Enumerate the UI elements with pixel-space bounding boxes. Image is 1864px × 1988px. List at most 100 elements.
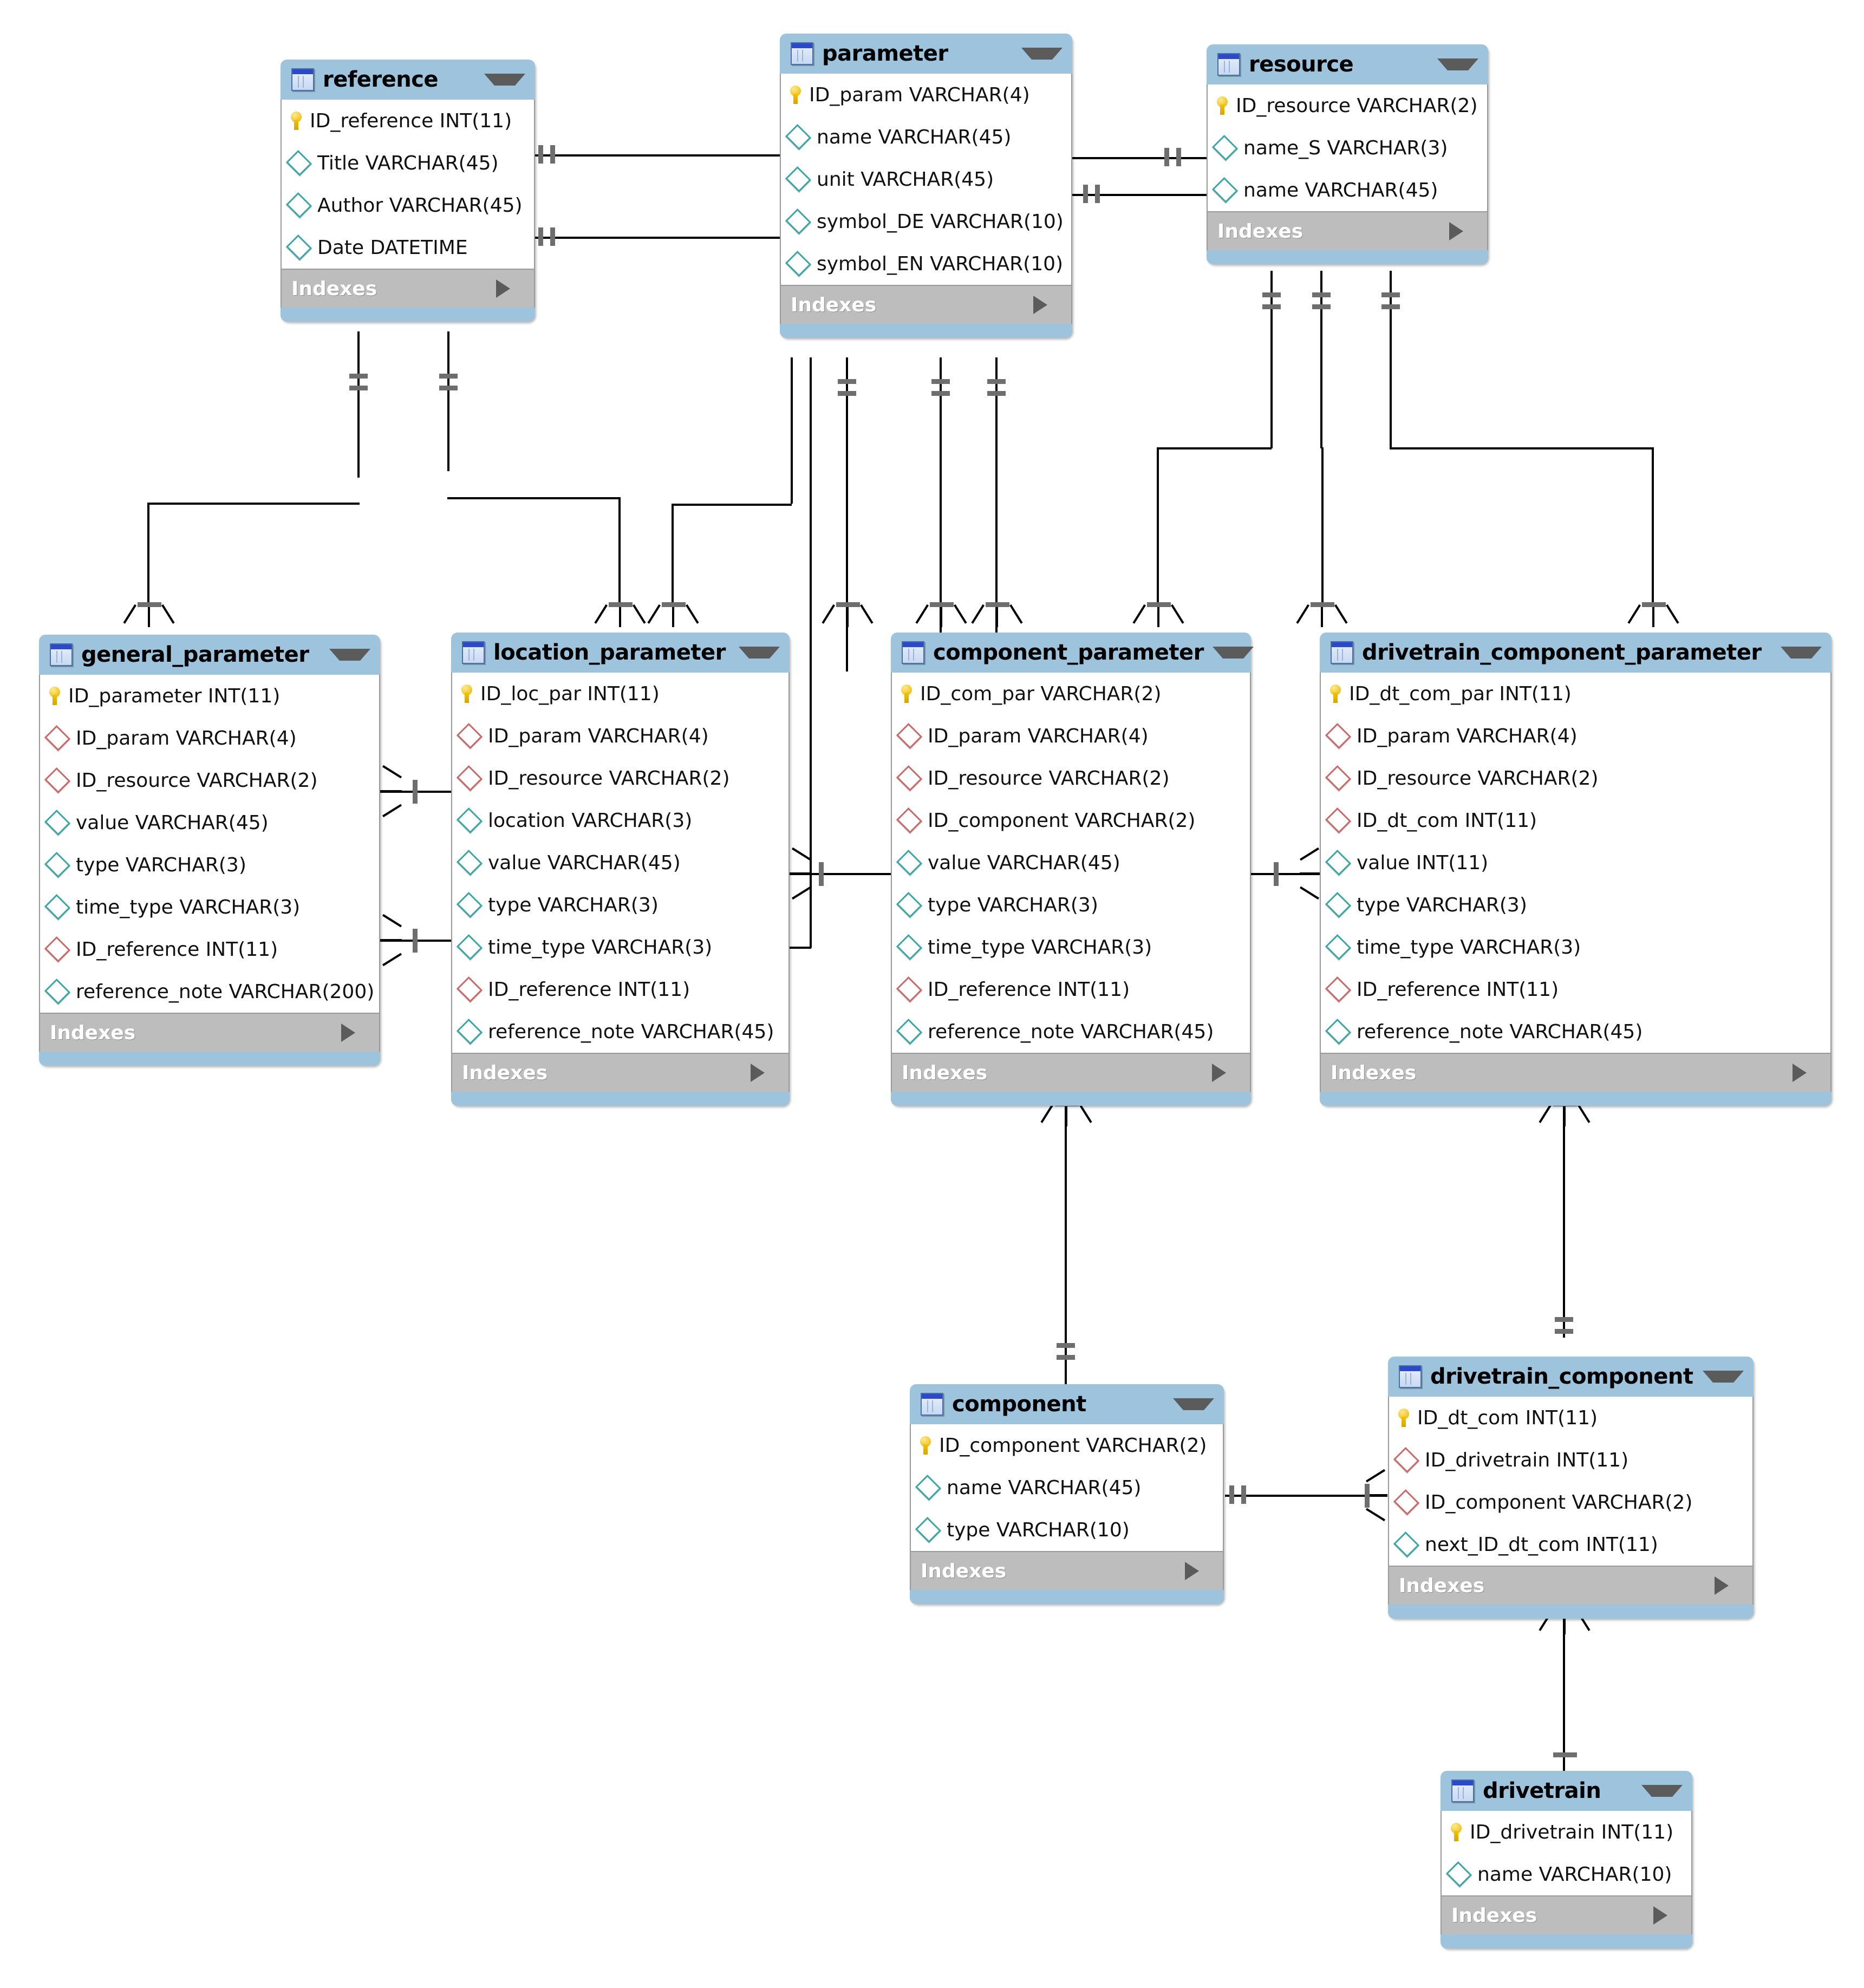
column-row[interactable]: ID_resource VARCHAR(2) [452, 757, 788, 799]
column-row[interactable]: name VARCHAR(45) [781, 116, 1071, 158]
column-row[interactable]: name VARCHAR(10) [1442, 1853, 1691, 1895]
column-row[interactable]: symbol_EN VARCHAR(10) [781, 243, 1071, 285]
indexes-section[interactable]: Indexes [1441, 1895, 1692, 1934]
chevron-down-icon[interactable] [739, 647, 780, 659]
column-row[interactable]: next_ID_dt_com INT(11) [1389, 1523, 1752, 1566]
indexes-section[interactable]: Indexes [451, 1053, 790, 1092]
expand-right-icon[interactable] [1185, 1562, 1213, 1580]
column-row[interactable]: type VARCHAR(3) [40, 844, 379, 886]
column-row[interactable]: ID_com_par VARCHAR(2) [892, 673, 1250, 715]
expand-right-icon[interactable] [496, 279, 524, 298]
chevron-down-icon[interactable] [1173, 1398, 1214, 1410]
column-row[interactable]: ID_loc_par INT(11) [452, 673, 788, 715]
column-row[interactable]: ID_reference INT(11) [892, 968, 1250, 1011]
column-row[interactable]: value VARCHAR(45) [40, 801, 379, 844]
column-row[interactable]: value VARCHAR(45) [452, 842, 788, 884]
column-row[interactable]: time_type VARCHAR(3) [892, 926, 1250, 968]
chevron-down-icon[interactable] [1437, 58, 1478, 70]
column-row[interactable]: name VARCHAR(45) [911, 1466, 1223, 1509]
column-row[interactable]: name_S VARCHAR(3) [1208, 127, 1487, 169]
column-row[interactable]: symbol_DE VARCHAR(10) [781, 200, 1071, 243]
column-row[interactable]: time_type VARCHAR(3) [40, 886, 379, 928]
indexes-section[interactable]: Indexes [1388, 1566, 1754, 1605]
indexes-section[interactable]: Indexes [39, 1013, 380, 1052]
column-row[interactable]: type VARCHAR(3) [452, 884, 788, 926]
column-row[interactable]: type VARCHAR(3) [892, 884, 1250, 926]
chevron-down-icon[interactable] [1781, 647, 1822, 659]
column-row[interactable]: ID_dt_com_par INT(11) [1321, 673, 1830, 715]
column-row[interactable]: reference_note VARCHAR(45) [892, 1011, 1250, 1053]
column-row[interactable]: type VARCHAR(10) [911, 1509, 1223, 1551]
column-row[interactable]: time_type VARCHAR(3) [1321, 926, 1830, 968]
table-header[interactable]: general_parameter [39, 635, 380, 675]
column-row[interactable]: ID_param VARCHAR(4) [892, 715, 1250, 757]
expand-right-icon[interactable] [1793, 1064, 1821, 1082]
column-row[interactable]: reference_note VARCHAR(45) [452, 1011, 788, 1053]
chevron-down-icon[interactable] [1641, 1785, 1683, 1797]
column-row[interactable]: value VARCHAR(45) [892, 842, 1250, 884]
table-header[interactable]: reference [281, 60, 535, 100]
expand-right-icon[interactable] [1033, 296, 1061, 314]
column-row[interactable]: ID_drivetrain INT(11) [1442, 1811, 1691, 1853]
expand-right-icon[interactable] [341, 1024, 369, 1042]
column-row[interactable]: type VARCHAR(3) [1321, 884, 1830, 926]
table-header[interactable]: drivetrain_component [1388, 1357, 1754, 1397]
column-row[interactable]: ID_parameter INT(11) [40, 675, 379, 717]
column-row[interactable]: ID_param VARCHAR(4) [781, 74, 1071, 116]
chevron-down-icon[interactable] [484, 74, 525, 86]
indexes-section[interactable]: Indexes [780, 285, 1072, 324]
column-row[interactable]: ID_param VARCHAR(4) [1321, 715, 1830, 757]
column-row[interactable]: ID_component VARCHAR(2) [1389, 1481, 1752, 1523]
expand-right-icon[interactable] [751, 1064, 779, 1082]
column-row[interactable]: ID_resource VARCHAR(2) [1321, 757, 1830, 799]
expand-right-icon[interactable] [1653, 1906, 1681, 1925]
column-row[interactable]: reference_note VARCHAR(200) [40, 970, 379, 1013]
indexes-section[interactable]: Indexes [1320, 1053, 1832, 1092]
column-row[interactable]: ID_dt_com INT(11) [1321, 799, 1830, 842]
column-row[interactable]: Title VARCHAR(45) [282, 142, 534, 184]
table-header[interactable]: drivetrain [1441, 1771, 1692, 1811]
column-row[interactable]: ID_param VARCHAR(4) [452, 715, 788, 757]
column-row[interactable]: ID_component VARCHAR(2) [911, 1424, 1223, 1466]
table-header[interactable]: drivetrain_component_parameter [1320, 633, 1832, 673]
column-row[interactable]: name VARCHAR(45) [1208, 169, 1487, 211]
column-row[interactable]: ID_reference INT(11) [282, 100, 534, 142]
indexes-section[interactable]: Indexes [281, 269, 535, 308]
column-row[interactable]: reference_note VARCHAR(45) [1321, 1011, 1830, 1053]
chevron-down-icon[interactable] [329, 649, 370, 661]
indexes-section[interactable]: Indexes [891, 1053, 1251, 1092]
column-row[interactable]: ID_reference INT(11) [1321, 968, 1830, 1011]
indexes-section[interactable]: Indexes [910, 1551, 1224, 1590]
table-header[interactable]: location_parameter [451, 633, 790, 673]
column-row[interactable]: ID_resource VARCHAR(2) [1208, 84, 1487, 127]
table-header[interactable]: component [910, 1384, 1224, 1424]
column-row[interactable]: time_type VARCHAR(3) [452, 926, 788, 968]
expand-right-icon[interactable] [1449, 222, 1477, 240]
table-header[interactable]: resource [1207, 44, 1488, 84]
table-header[interactable]: parameter [780, 34, 1072, 74]
column-row[interactable]: ID_drivetrain INT(11) [1389, 1439, 1752, 1481]
chevron-down-icon[interactable] [1021, 48, 1063, 60]
column-row[interactable]: ID_component VARCHAR(2) [892, 799, 1250, 842]
expand-right-icon[interactable] [1212, 1064, 1240, 1082]
expand-right-icon[interactable] [1715, 1576, 1743, 1595]
chevron-down-icon[interactable] [1212, 647, 1254, 659]
column-row[interactable]: location VARCHAR(3) [452, 799, 788, 842]
column-row[interactable]: ID_resource VARCHAR(2) [892, 757, 1250, 799]
column-row[interactable]: Author VARCHAR(45) [282, 184, 534, 226]
table-header[interactable]: component_parameter [891, 633, 1254, 673]
chevron-down-icon[interactable] [1703, 1371, 1744, 1383]
indexes-section[interactable]: Indexes [1207, 211, 1488, 250]
column-row[interactable]: Date DATETIME [282, 226, 534, 269]
column-row[interactable]: unit VARCHAR(45) [781, 158, 1071, 200]
